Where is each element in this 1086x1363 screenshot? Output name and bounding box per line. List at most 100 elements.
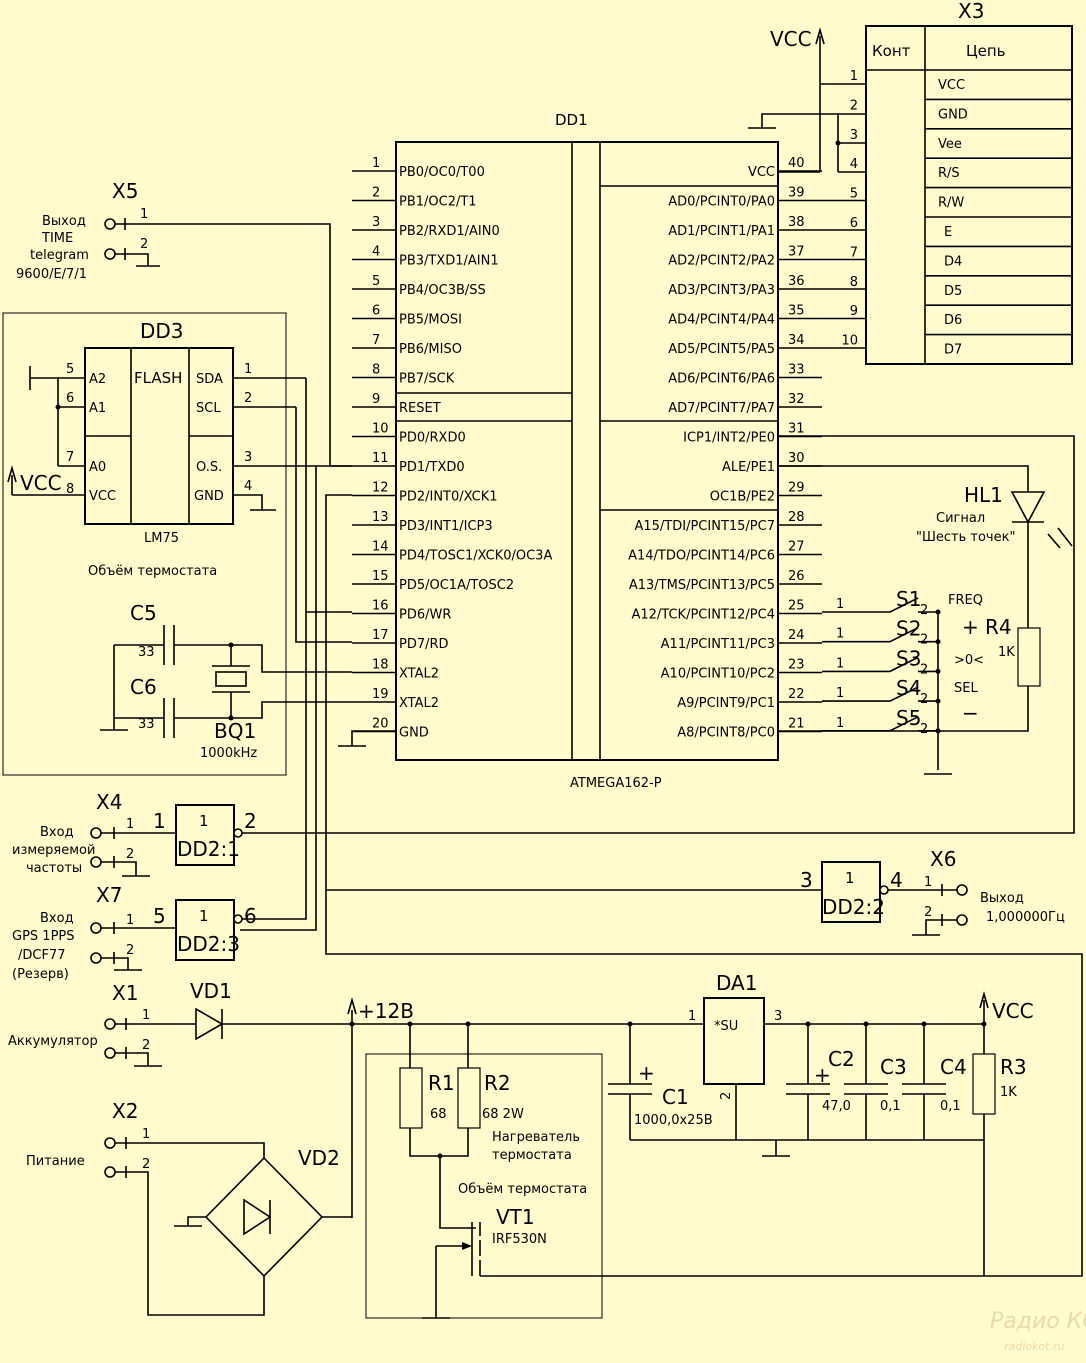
x3-pin-num: 6 [850,216,858,231]
crystal-block: C5 33 C6 33 BQ1 1000kHz [100,601,352,761]
x3-net-name: D5 [944,284,962,299]
dd1-pin-num: 16 [372,599,389,614]
heater-label: Нагреватель [492,1130,580,1145]
dd1-pin-name: A8/PCINT8/PC0 [677,726,775,741]
x7-label: GPS 1PPS [12,929,75,944]
r1-val: 68 [430,1107,447,1122]
vd1-ref: VD1 [190,979,232,1003]
x1-pin: 2 [142,1038,150,1053]
r4-val: 1K [998,645,1015,660]
dd2-1-sym: 1 [199,812,209,830]
vcc-label-top: VCC [770,27,812,51]
dd1-pin-num: 23 [788,658,805,673]
x3-pin-num: 2 [850,98,858,113]
c6-val: 33 [138,717,155,732]
dd1-pin-name: XTAL2 [399,667,439,682]
dd2-3-ref: DD2:3 [177,932,240,956]
x1-label: Аккумулятор [8,1034,98,1049]
x2-pin: 2 [142,1157,150,1172]
dd1-right-pins: 40VCC39AD0/PCINT0/PA038AD1/PCINT1/PA137A… [628,156,822,741]
bq1-val: 1000kHz [200,746,257,761]
switch-sub: 2 [920,603,928,618]
dd2-gate-3: 1 DD2:3 5 6 [153,899,257,961]
x7-label: /DCF77 [18,948,66,963]
x2-pin: 1 [142,1127,150,1142]
watermark: Радио КОТ radiokot.ru [990,1309,1086,1353]
dd1-pin-name: RESET [399,401,441,416]
dd1-pin-num: 24 [788,628,805,643]
switch-ref: S2 [896,617,921,641]
dd1-pin-num: 1 [372,156,380,171]
dd1-pin-name: A14/TDO/PCINT14/PC6 [628,549,775,564]
bq1-crystal [215,671,247,687]
x6-pin: 2 [924,905,932,920]
dd1-pin-name: A9/PCINT9/PC1 [677,696,775,711]
dd1-pin-num: 37 [788,245,805,260]
da1-pin: 3 [774,1009,782,1024]
x2-ref: X2 [112,1099,138,1123]
x3-net-name: R/S [938,166,960,181]
x3-pin-num: 8 [850,275,858,290]
dd1-pin-num: 13 [372,510,389,525]
x6-pin: 1 [924,875,932,890]
dd2-2-sym: 1 [845,869,855,887]
da1-pin: 2 [719,1092,734,1100]
x3-pin-num: 5 [850,187,858,202]
x1-pin: 1 [142,1008,150,1023]
hl1-led: HL1 Сигнал "Шесть точек" [916,483,1073,628]
x5-label: telegram [30,248,89,263]
dd1-pin-num: 8 [372,363,380,378]
r2-ref: R2 [484,1071,511,1095]
x2-connector: X2 Питание 1 2 [26,1099,265,1316]
hl1-ref: HL1 [964,483,1003,507]
dd2-3-out: 6 [244,904,257,928]
dd1-pin-num: 35 [788,304,805,319]
dd1-pin-num: 26 [788,569,805,584]
dd1-pin-num: 22 [788,687,805,702]
x3-pin-num: 7 [850,245,858,260]
switch-sub: 2 [920,662,928,677]
x4-pin: 2 [126,847,134,862]
dd3-pin-name: SCL [196,401,221,416]
dd1-pin-num: 38 [788,215,805,230]
dd3-pin-num: 1 [244,362,252,377]
vt1-part: IRF530N [492,1232,547,1247]
r4-ref: R4 [985,615,1012,639]
dd1-pin-name: GND [399,726,429,741]
dd1-pin-num: 34 [788,333,805,348]
dd2-1-out: 2 [244,809,257,833]
dd1-pin-num: 30 [788,451,805,466]
x4-label: частоты [26,861,82,876]
vd1-diode: VD1 +12B [190,979,704,1218]
dd1-pin-name: PB2/RXD1/AIN0 [399,224,500,239]
dd2-2-ref: DD2:2 [822,895,885,919]
x1-connector: X1 Аккумулятор 1 2 [8,981,196,1067]
c5-val: 33 [138,645,155,660]
dd1-pin-name: PB0/OC0/T00 [399,165,485,180]
x2-label: Питание [26,1154,85,1169]
dd3-thermostat-box [2,312,287,776]
c2-ref: C2 [828,1047,855,1071]
x3-net-name: GND [938,107,968,122]
x7-label: (Резерв) [12,967,69,982]
hl1-label: Сигнал [936,511,985,526]
dd3-ref: DD3 [140,319,184,343]
switch-pin: 1 [836,597,844,612]
x4-pin: 1 [126,817,134,832]
dd2-1-ref: DD2:1 [177,837,240,861]
x5-pin: 1 [140,207,148,222]
c3-val: 0,1 [880,1099,901,1114]
dd3-vcc-label: VCC [20,471,62,495]
c1-val: 1000,0x25B [634,1113,713,1128]
x6-ref: X6 [930,847,956,871]
x5-pin: 2 [140,237,148,252]
dd3-center: FLASH [134,369,182,387]
dd1-pin-num: 40 [788,156,805,171]
x3-body [865,25,1073,365]
sw-freq: FREQ [948,593,983,608]
switch-sub: 2 [920,692,928,707]
c2-val: 47,0 [822,1099,851,1114]
dd1-chip: DD1 ATMEGA162-P [395,111,779,791]
dd3-pin-num: 3 [244,450,252,465]
dd1-pin-num: 2 [372,186,380,201]
